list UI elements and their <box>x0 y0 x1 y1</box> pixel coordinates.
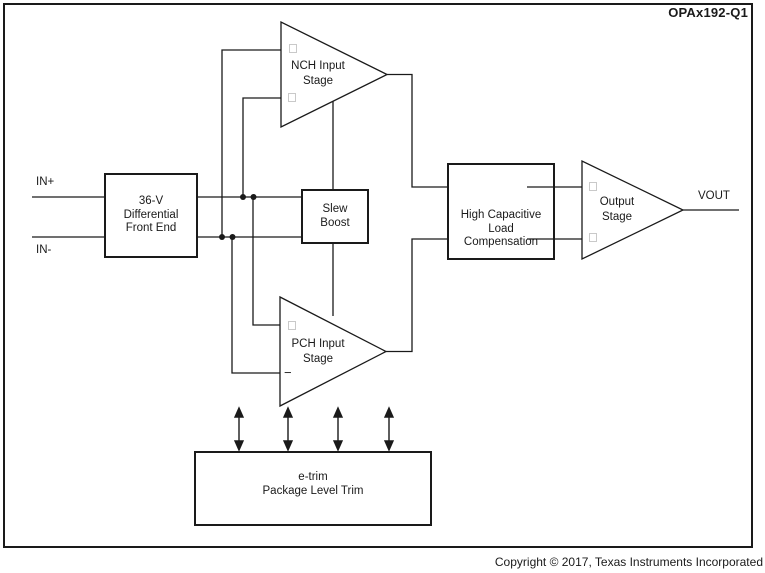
block-high-capacitive-load-compensation: High Capacitive Load Compensation <box>447 163 555 260</box>
vout-label: VOUT <box>698 190 730 202</box>
load-compensation-label: High Capacitive Load Compensation <box>460 209 542 248</box>
copyright-text: Copyright © 2017, Texas Instruments Inco… <box>494 555 763 569</box>
block-36v-differential-front-end: 36-V Differential Front End <box>104 173 198 258</box>
output-polarity-glyph-box <box>589 233 597 242</box>
nch-polarity-glyph-box <box>289 44 297 53</box>
nch-input-stage-label: NCH Input Stage <box>291 60 345 87</box>
pch-input-stage-label: PCH Input Stage <box>291 338 345 365</box>
block-etrim-package-level-trim: e-trim Package Level Trim <box>194 451 432 526</box>
slew-boost-label: Slew Boost <box>320 203 350 229</box>
etrim-label: e-trim Package Level Trim <box>262 471 364 497</box>
diagram-border <box>3 3 753 548</box>
nch-polarity-glyph-box <box>288 93 296 102</box>
block-slew-boost: Slew Boost <box>301 189 369 244</box>
output-stage-label: Output Stage <box>599 196 635 223</box>
output-polarity-glyph-box <box>589 182 597 191</box>
in-plus-label: IN+ <box>36 176 55 188</box>
diagram-title: OPAx192-Q1 <box>668 5 748 20</box>
pch-minus-sign: − <box>284 365 292 380</box>
in-minus-label: IN- <box>36 244 52 256</box>
front-end-label: 36-V Differential Front End <box>123 195 179 235</box>
pch-polarity-glyph-box <box>288 321 296 330</box>
